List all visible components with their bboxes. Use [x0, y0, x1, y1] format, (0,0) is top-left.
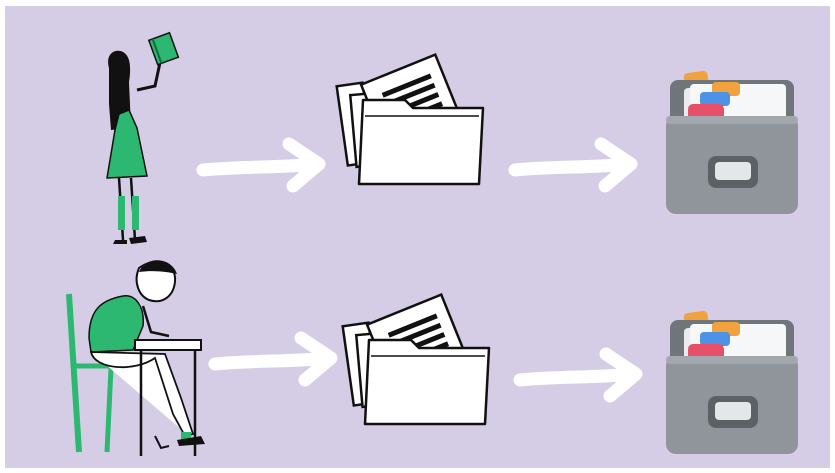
folder-with-documents-icon — [337, 55, 483, 184]
arrow-right-icon — [520, 354, 636, 396]
arrow-right-icon — [203, 144, 319, 186]
row-1 — [107, 33, 798, 244]
woman-reading-book-icon — [107, 33, 178, 244]
card-file-box-icon — [666, 310, 798, 454]
card-file-box-icon — [666, 70, 798, 214]
arrow-right-icon — [515, 144, 631, 186]
student-at-desk-icon — [69, 260, 205, 456]
arrow-right-icon — [215, 338, 331, 380]
row-2 — [69, 260, 798, 456]
folder-with-documents-icon — [343, 295, 489, 424]
diagram-canvas — [5, 6, 830, 468]
